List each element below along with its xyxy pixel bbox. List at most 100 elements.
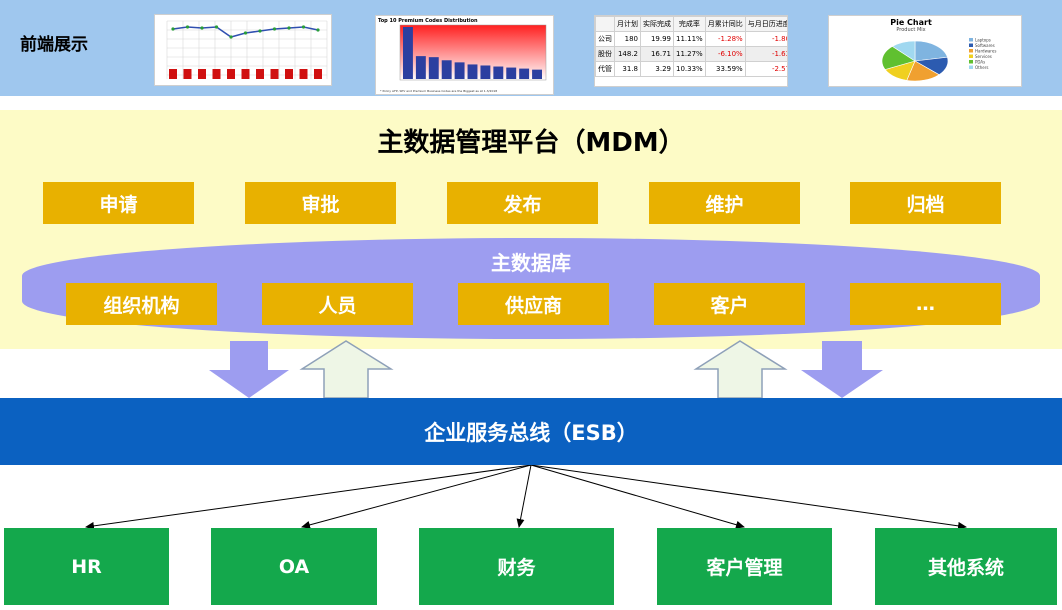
thumb1-bar	[227, 69, 235, 79]
line-bar-chart-graphic	[166, 20, 328, 79]
thumb1-bar	[299, 69, 308, 79]
thumb1-bar	[256, 69, 264, 79]
thumb1-point	[214, 25, 219, 29]
pie-legend-swatch	[969, 65, 973, 69]
thumb2-bar	[506, 67, 517, 79]
thumb1-point	[258, 29, 262, 33]
pie-legend-swatch	[969, 43, 973, 47]
report-table-cell: -2.57%	[744, 61, 787, 77]
report-table-cell: 代管	[595, 61, 615, 77]
report-table-thumbnail: 月计划实际完成完成率月累计同比与月日历进度差 公司18019.9911.11%-…	[594, 15, 788, 87]
thumb2-bar	[532, 69, 542, 79]
pie-legend-label: Laptops	[975, 37, 991, 42]
thumb1-bar	[198, 69, 206, 79]
pie-slice	[881, 46, 916, 70]
report-table: 月计划实际完成完成率月累计同比与月日历进度差 公司18019.9911.11%-…	[595, 16, 787, 77]
pie-chart-subtitle: Product Mix	[896, 27, 925, 33]
pie-chart-title: Pie Chart	[890, 18, 932, 27]
pie-chart-graphic: Pie Chart Product Mix LaptopsSoftwaresHa…	[881, 18, 996, 82]
thumb1-point	[171, 27, 175, 31]
thumb1-bar	[270, 69, 279, 79]
thumb1-bar	[212, 69, 221, 79]
process-maintain: 维护	[649, 182, 800, 224]
process-apply: 申请	[43, 182, 194, 224]
bar-chart-title: Top 10 Premium Codes Distribution	[378, 18, 478, 24]
entity-supplier: 供应商	[458, 283, 609, 325]
thumb1-bar	[314, 69, 322, 79]
pie-slice	[891, 40, 916, 62]
thumb1-bar	[183, 69, 192, 79]
thumb2-bar	[428, 57, 439, 79]
frontend-label: 前端展示	[20, 35, 88, 55]
report-table-header-cell: 月累计同比	[704, 16, 746, 32]
thumb2-bar	[519, 68, 530, 79]
system-hr: HR	[4, 528, 169, 605]
entity-more: …	[850, 283, 1001, 325]
report-table-header-cell: 实际完成	[640, 16, 674, 32]
connector-to-crm	[530, 464, 745, 529]
report-table-cell: 3.29	[640, 61, 674, 77]
down-arrow-2	[801, 341, 883, 398]
thumb1-bar	[169, 69, 177, 79]
thumb1-point	[229, 35, 233, 39]
esb-title: 企业服务总线（ESB）	[424, 420, 638, 445]
entity-personnel: 人员	[262, 283, 413, 325]
report-table-cell: 31.8	[614, 61, 641, 77]
system-crm: 客户管理	[657, 528, 832, 605]
esb-bar: 企业服务总线（ESB）	[0, 398, 1062, 465]
thumb2-bar	[415, 56, 426, 79]
connector-to-finance	[516, 464, 532, 528]
down-arrow-1	[209, 341, 289, 398]
pie-legend-label: PDAs	[975, 59, 985, 64]
pie-legend-label: Hardwares	[975, 48, 996, 53]
connector-to-oa	[301, 464, 532, 529]
line-bar-chart-thumbnail	[154, 14, 332, 86]
pie-legend-label: Services	[975, 54, 992, 59]
process-archive: 归档	[850, 182, 1001, 224]
thumb1-bar	[285, 69, 293, 79]
system-other: 其他系统	[875, 528, 1057, 605]
connector-to-hr	[85, 464, 532, 530]
system-oa: OA	[211, 528, 377, 605]
up-arrow-1	[299, 340, 394, 399]
system-finance: 财务	[419, 528, 614, 605]
thumb2-bar	[493, 66, 504, 79]
report-table-header-cell	[595, 16, 615, 32]
report-table-header-cell: 与月日历进度差	[744, 16, 787, 32]
pie-legend-label: Softwares	[975, 43, 995, 48]
thumb1-bar	[241, 69, 250, 79]
bar-chart-thumbnail: Top 10 Premium Codes Distribution * Poli…	[375, 15, 554, 95]
thumb2-bar	[480, 65, 491, 79]
mdm-title: 主数据管理平台（MDM）	[377, 128, 685, 158]
thumb1-point	[272, 27, 277, 31]
thumb1-point	[287, 26, 291, 30]
thumb2-bar	[441, 60, 452, 79]
pie-legend-swatch	[969, 49, 973, 53]
thumb2-bar	[403, 27, 413, 79]
up-arrow-2	[693, 340, 788, 399]
pie-legend-swatch	[969, 38, 973, 42]
pie-legend-swatch	[969, 54, 973, 58]
process-publish: 发布	[447, 182, 598, 224]
master-database-title: 主数据库	[491, 251, 571, 275]
connector-to-other	[530, 464, 967, 530]
process-approve: 审批	[245, 182, 396, 224]
report-table-cell: 16.71	[640, 46, 674, 62]
thumb1-point	[185, 25, 190, 29]
pie-legend-label: Others	[975, 65, 988, 70]
thumb1-point	[243, 31, 248, 35]
entity-customer: 客户	[654, 283, 805, 325]
bar-chart-footnote: * Policy AFP, SPV and Premium Business C…	[380, 89, 497, 93]
pie-legend-swatch	[969, 60, 973, 64]
pie-slice	[914, 40, 948, 62]
thumb2-bar	[454, 62, 465, 79]
thumb1-point	[316, 28, 320, 32]
bar-chart-graphic: Top 10 Premium Codes Distribution * Poli…	[378, 18, 547, 93]
entity-organization: 组织机构	[66, 283, 217, 325]
thumb2-bar	[467, 64, 478, 79]
thumb1-point	[200, 26, 204, 30]
